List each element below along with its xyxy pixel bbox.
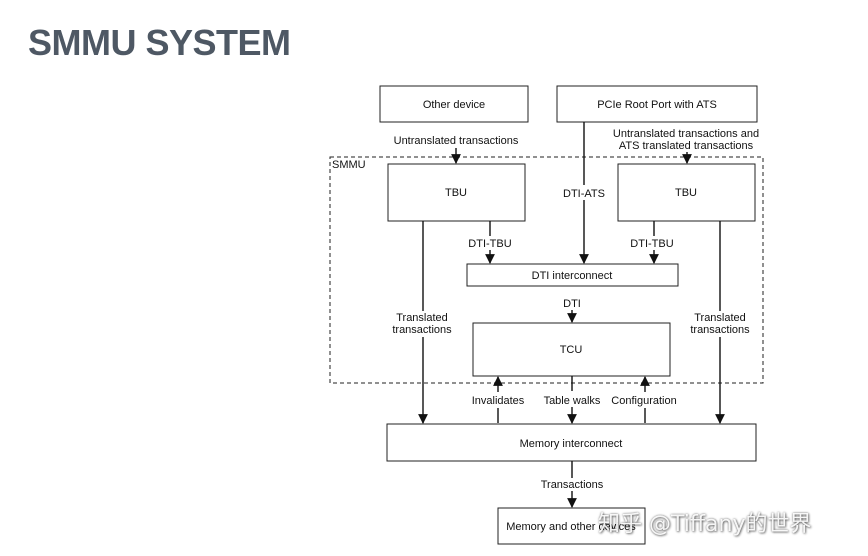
- dti-interconnect-label: DTI interconnect: [532, 270, 613, 282]
- translated-right-label-2: transactions: [690, 324, 750, 336]
- tcu-label: TCU: [560, 344, 583, 356]
- page-title: SMMU SYSTEM: [28, 22, 291, 63]
- smmu-label: SMMU: [332, 159, 366, 171]
- dti-label: DTI: [563, 298, 581, 310]
- dti-tbu-left-label: DTI-TBU: [468, 238, 511, 250]
- other-device-label: Other device: [423, 99, 485, 111]
- memory-interconnect-label: Memory interconnect: [520, 438, 623, 450]
- tbu-left-label: TBU: [445, 187, 467, 199]
- other-device-box: [379, 85, 529, 123]
- tbu-right-box: [617, 163, 756, 222]
- untranslated-ats-label-2: ATS translated transactions: [619, 140, 754, 152]
- dti-interconnect-box: [466, 263, 679, 287]
- translated-left-label-2: transactions: [392, 324, 452, 336]
- untranslated-ats-label-1: Untranslated transactions and: [613, 128, 759, 140]
- dti-ats-label: DTI-ATS: [563, 188, 605, 200]
- table-walks-label: Table walks: [544, 395, 601, 407]
- translated-right-label-1: Translated: [694, 312, 746, 324]
- transactions-label: Transactions: [541, 479, 604, 491]
- memory-devices-box: [497, 507, 646, 545]
- watermark: 知乎 @Tiffany的世界: [598, 512, 812, 537]
- tbu-right-label: TBU: [675, 187, 697, 199]
- tbu-left-box: [387, 163, 526, 222]
- dti-tbu-right-label: DTI-TBU: [630, 238, 673, 250]
- translated-left-label-1: Translated: [396, 312, 448, 324]
- smmu-boundary: [329, 156, 764, 384]
- memory-devices-label: Memory and other devices: [506, 521, 636, 533]
- pcie-root-port-box: [556, 85, 758, 123]
- invalidates-label: Invalidates: [472, 395, 525, 407]
- pcie-root-port-label: PCIe Root Port with ATS: [597, 99, 717, 111]
- configuration-label: Configuration: [611, 395, 676, 407]
- untranslated-label: Untranslated transactions: [394, 135, 519, 147]
